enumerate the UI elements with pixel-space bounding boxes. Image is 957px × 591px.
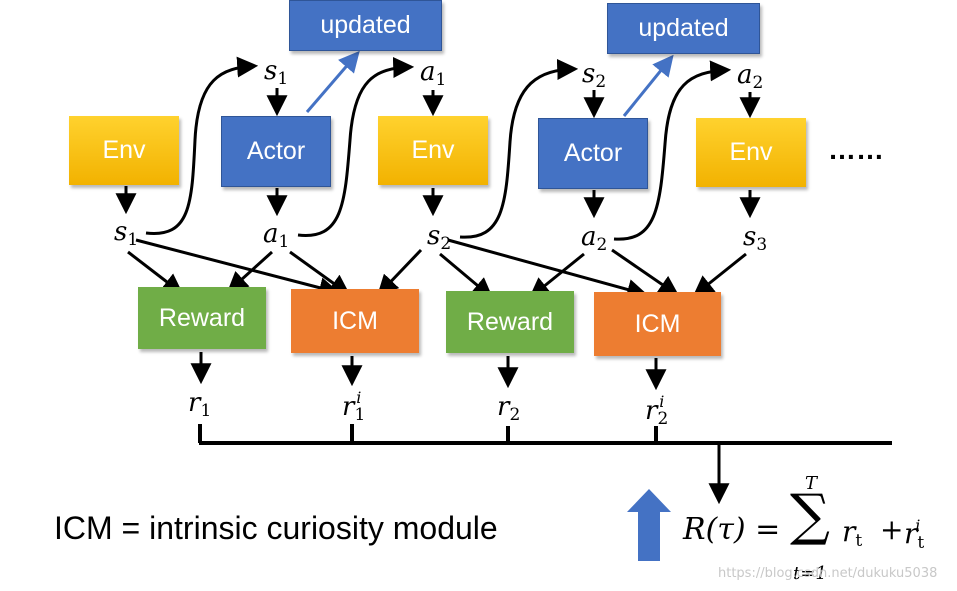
update-arrow-2: [622, 54, 674, 117]
curve-s2-to-s2top: [459, 59, 579, 239]
symbol-a1: a1: [263, 219, 290, 252]
arrow-s2-reward2: [439, 252, 494, 299]
env-box-3: Env: [696, 118, 806, 187]
formula-sum-upper: T: [805, 473, 818, 494]
symbol-r2: r2: [497, 392, 521, 425]
arrow-s2-icm1: [377, 248, 423, 297]
arrow-a2-reward2: [528, 252, 585, 299]
symbol-r1: r1: [188, 388, 212, 421]
symbol-r2i: r2i: [645, 392, 669, 429]
icm-box-1: ICM: [291, 289, 419, 353]
watermark: https://blog.csdn.net/dukuku5038: [718, 566, 938, 581]
actor-box-1: Actor: [221, 116, 331, 187]
updated-box-1: updated: [289, 0, 442, 51]
formula-lhs: R(τ) =: [683, 512, 781, 547]
arrow-s1-icm1: [135, 238, 341, 298]
symbol-s1-top: s1: [264, 56, 289, 89]
icm-definition-caption: ICM = intrinsic curiosity module: [54, 510, 498, 546]
arrow-a1-icm1: [289, 250, 351, 296]
symbol-a2: a2: [581, 222, 608, 255]
arrow-s1-reward1: [127, 250, 184, 295]
symbol-s2-top: s2: [582, 59, 607, 92]
ellipsis: ……: [828, 134, 884, 165]
update-arrow-1: [305, 50, 360, 113]
formula-term-intrinsic: rti: [904, 516, 925, 553]
symbol-s1: s1: [114, 217, 139, 250]
symbol-a1-top: a1: [420, 57, 447, 90]
env-box-2: Env: [378, 116, 488, 185]
curve-s1-to-s1top: [145, 56, 259, 235]
updated-box-2: updated: [607, 3, 760, 54]
curve-a2-to-a2top: [613, 60, 732, 241]
symbol-s3: s3: [743, 222, 768, 255]
arrow-s3-icm2: [692, 252, 747, 297]
arrow-s2-icm2: [447, 238, 649, 300]
symbol-a2-top: a2: [737, 60, 764, 93]
env-box-1: Env: [69, 116, 179, 185]
symbol-r1i: r1i: [342, 388, 366, 425]
formula-term: rt: [842, 515, 863, 551]
symbol-s2: s2: [427, 221, 452, 254]
icm-box-2: ICM: [594, 292, 721, 356]
formula-sum-sign: ∑: [790, 483, 830, 548]
curve-a1-to-a1top: [297, 56, 415, 237]
reward-box-1: Reward: [138, 287, 266, 349]
formula-plus: +: [880, 513, 904, 546]
reward-box-2: Reward: [446, 291, 574, 353]
arrow-a2-icm2: [611, 248, 680, 297]
actor-box-2: Actor: [538, 118, 648, 189]
formula-sum-lower: t=1: [793, 563, 827, 584]
up-arrow-icon: [627, 489, 671, 561]
